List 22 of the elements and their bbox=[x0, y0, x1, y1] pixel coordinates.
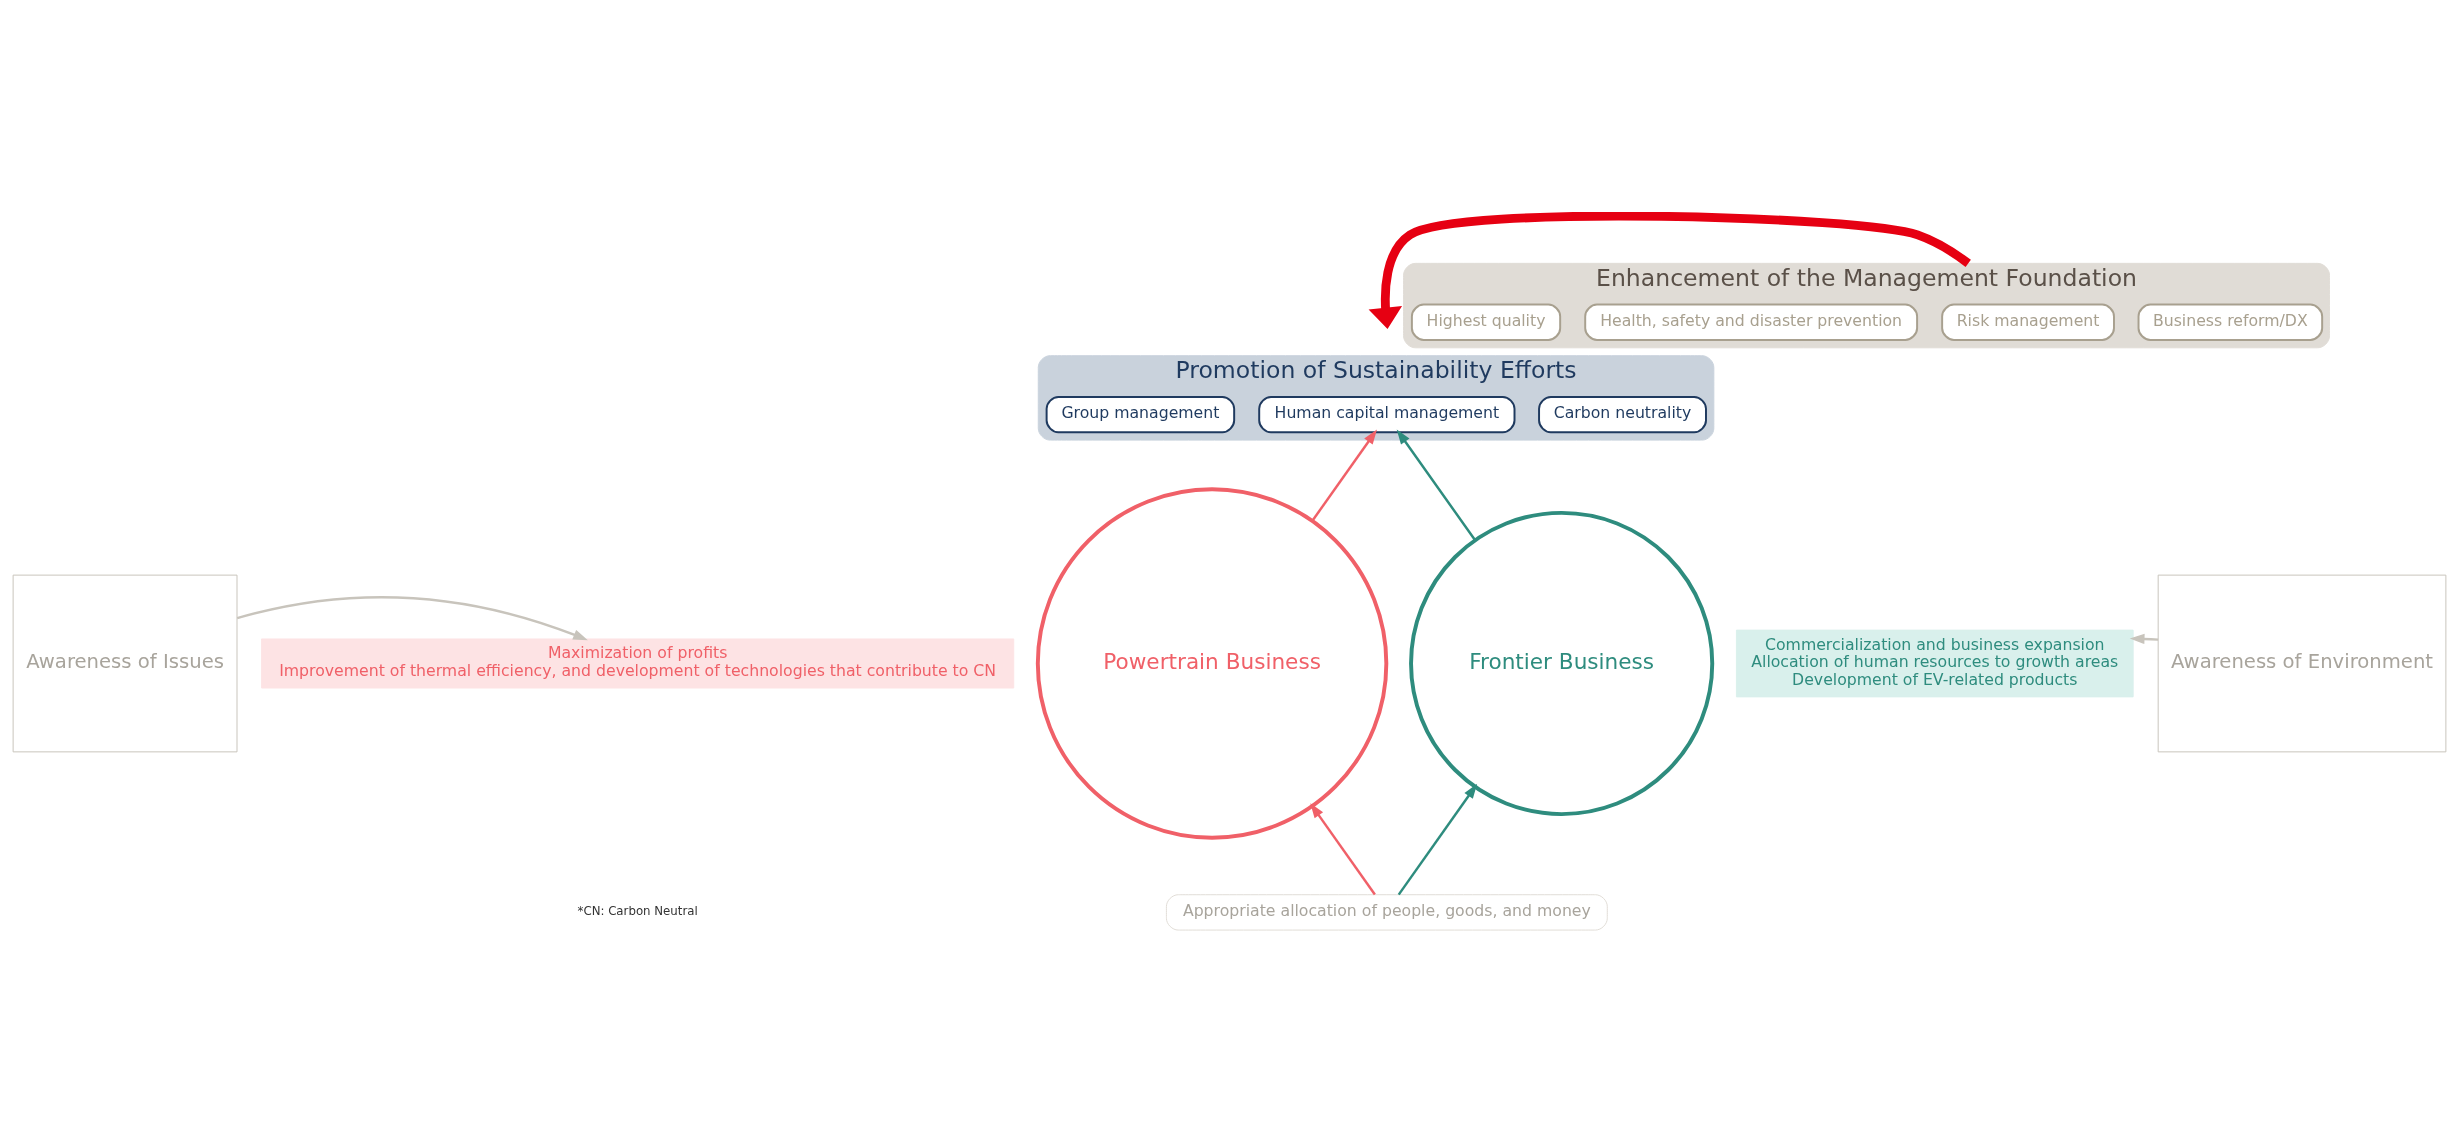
arrow bbox=[1396, 429, 1477, 541]
node-box: Awareness of Environment bbox=[2157, 574, 2447, 752]
node-circle: Frontier Business bbox=[1409, 510, 1715, 816]
arrow bbox=[2129, 633, 2159, 644]
node-box: Human capital management bbox=[1258, 395, 1516, 433]
label: *CN: Carbon Neutral bbox=[577, 903, 698, 918]
node-box: Maximization of profits Improvement of thermal efficiency, and development of technologies that contribute to CN bbox=[261, 637, 1015, 689]
arrow bbox=[1397, 783, 1478, 895]
node-box: Commercialization and business expansion Allocation of human resources to growth areas Development of EV-related products bbox=[1735, 629, 2134, 697]
node-box: Awareness of Issues bbox=[12, 574, 238, 752]
arrow bbox=[1311, 429, 1377, 521]
node-circle: Powertrain Business bbox=[1035, 486, 1389, 840]
node-box: Risk management bbox=[1941, 303, 2115, 341]
node-box: Business reform/DX bbox=[2137, 303, 2324, 341]
node-box: Highest quality bbox=[1410, 303, 1562, 341]
node-box: Carbon neutrality bbox=[1538, 395, 1707, 433]
arrow bbox=[1310, 802, 1376, 895]
node-box: Health, safety and disaster prevention bbox=[1584, 303, 1919, 341]
node-box: Appropriate allocation of people, goods, and money bbox=[1165, 893, 1608, 931]
node-box: Group management bbox=[1045, 395, 1236, 433]
arrow bbox=[236, 595, 588, 640]
arrow bbox=[1368, 211, 1971, 329]
